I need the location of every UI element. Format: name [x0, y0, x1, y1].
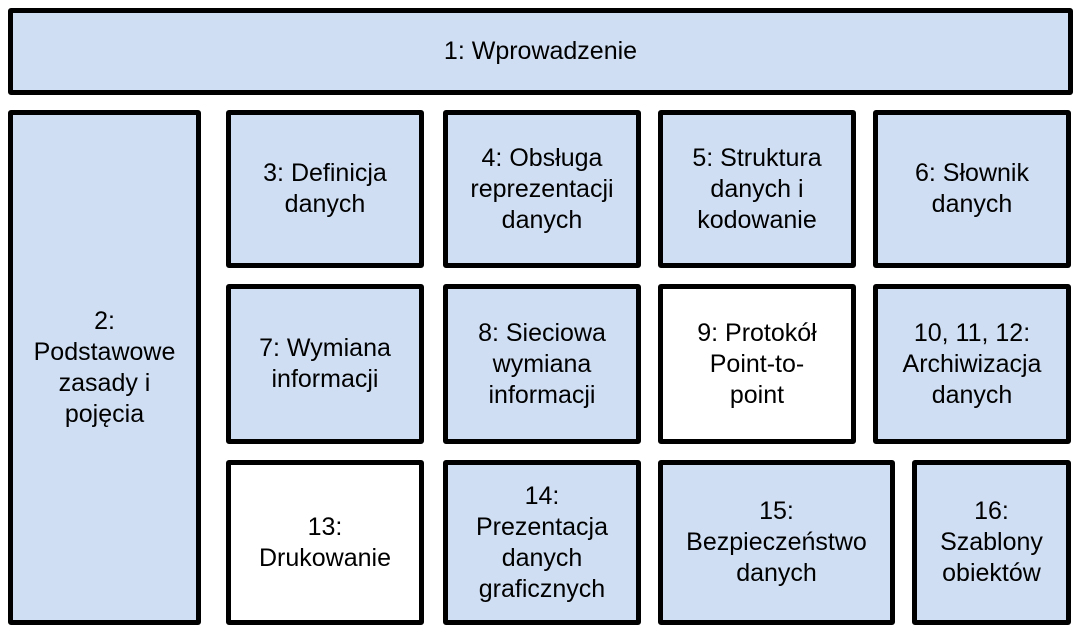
box-1-wprowadzenie: 1: Wprowadzenie [8, 8, 1073, 95]
box-10-11-12-label: 10, 11, 12: Archiwizacja danych [902, 318, 1042, 409]
box-2-podstawowe-zasady: 2: Podstawowe zasady i pojęcia [8, 110, 201, 625]
box-3-label: 3: Definicja danych [263, 159, 387, 218]
box-9-protokol-point-to-point: 9: Protokół Point-to- point [658, 284, 856, 444]
box-1-label: 1: Wprowadzenie [443, 37, 638, 65]
box-5-struktura-danych: 5: Struktura danych i kodowanie [658, 110, 856, 268]
box-8-sieciowa-wymiana: 8: Sieciowa wymiana informacji [443, 284, 641, 444]
box-4-obsluga-reprezentacji: 4: Obsługa reprezentacji danych [443, 110, 641, 268]
box-13-drukowanie: 13: Drukowanie [226, 460, 424, 625]
box-16-szablony-obiektow: 16: Szablony obiektów [912, 460, 1071, 625]
box-6-label: 6: Słownik danych [915, 159, 1029, 218]
box-15-bezpieczenstwo-danych: 15: Bezpieczeństwo danych [658, 460, 895, 625]
box-13-label: 13: Drukowanie [258, 512, 391, 572]
box-8-label: 8: Sieciowa wymiana informacji [478, 318, 606, 409]
box-7-wymiana-informacji: 7: Wymiana informacji [226, 284, 424, 444]
box-16-label: 16: Szablony obiektów [940, 497, 1043, 587]
box-4-label: 4: Obsługa reprezentacji danych [470, 143, 614, 234]
box-5-label: 5: Struktura danych i kodowanie [692, 143, 822, 234]
box-14-label: 14: Prezentacja danych graficznych [475, 481, 609, 603]
box-14-prezentacja-danych: 14: Prezentacja danych graficznych [443, 460, 641, 625]
box-3-definicja-danych: 3: Definicja danych [226, 110, 424, 268]
box-7-label: 7: Wymiana informacji [259, 334, 391, 393]
box-15-label: 15: Bezpieczeństwo danych [686, 497, 867, 587]
box-6-slownik-danych: 6: Słownik danych [873, 110, 1071, 268]
box-9-label: 9: Protokół Point-to- point [697, 318, 817, 409]
box-2-label: 2: Podstawowe zasady i pojęcia [33, 306, 176, 428]
box-10-11-12-archiwizacja: 10, 11, 12: Archiwizacja danych [873, 284, 1071, 444]
